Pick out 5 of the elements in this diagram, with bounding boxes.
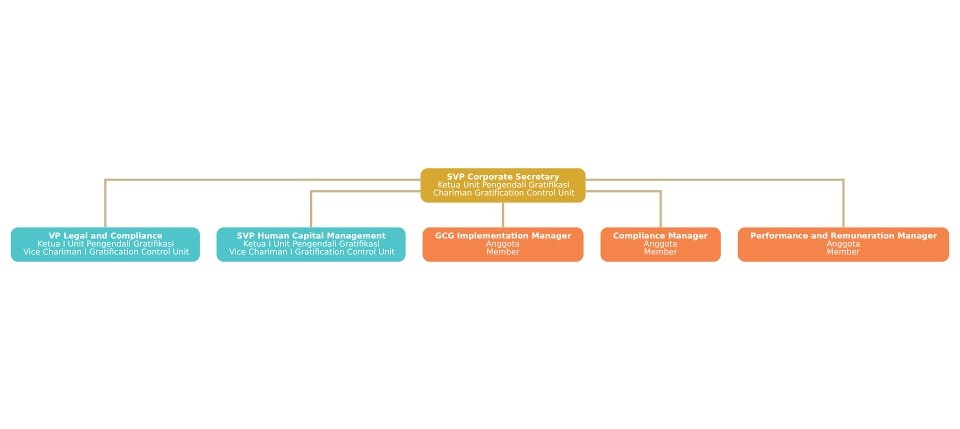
connector (502, 202, 504, 227)
connector (586, 190, 662, 227)
connector (104, 178, 420, 227)
connector (310, 190, 421, 227)
connector (586, 178, 845, 227)
